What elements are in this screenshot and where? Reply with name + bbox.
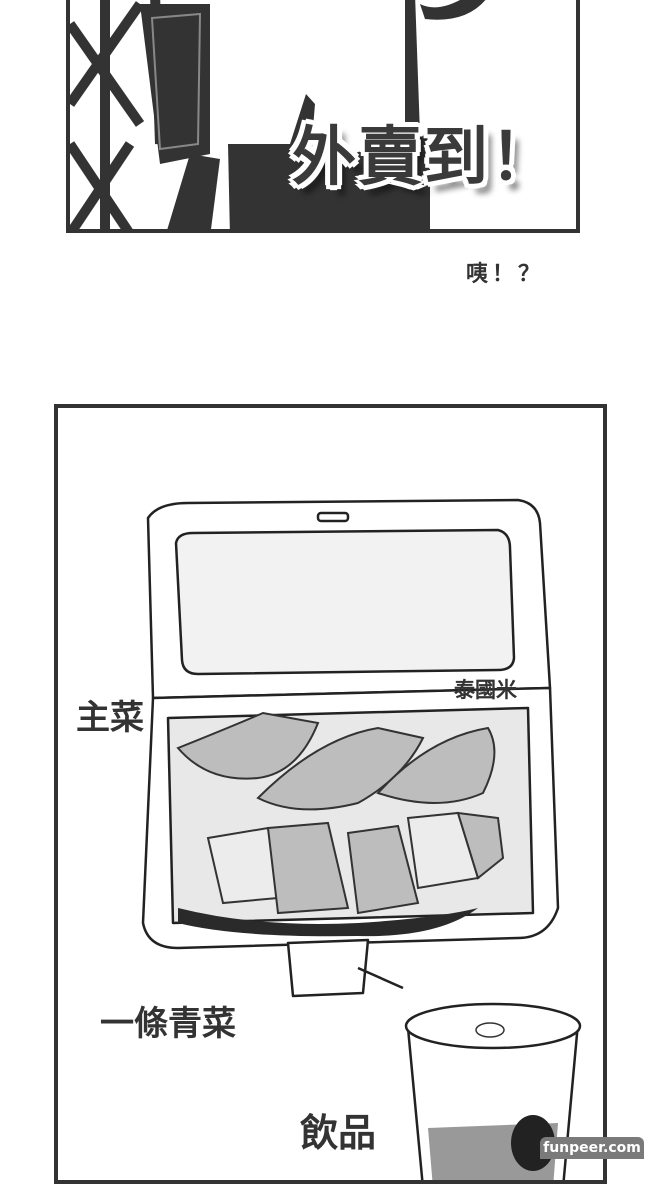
label-drink: 飲品 — [300, 1111, 377, 1155]
takeout-box-illustration — [141, 498, 582, 1180]
delivery-shout-text: 外賣到！ — [292, 121, 556, 195]
character-silhouette-illustration — [70, 0, 486, 229]
comic-panel-food-box: 主菜 泰國米 一條青菜 飲品 — [54, 404, 607, 1184]
label-thai-rice: 泰國米 — [454, 678, 517, 702]
comic-panel-delivery: 外賣到！ — [66, 0, 580, 233]
surprise-caption: 咦！？ — [466, 262, 545, 287]
label-vegetable: 一條青菜 — [100, 1004, 236, 1044]
label-main-dish: 主菜 — [76, 698, 144, 738]
watermark: funpeer.com — [540, 1137, 644, 1159]
